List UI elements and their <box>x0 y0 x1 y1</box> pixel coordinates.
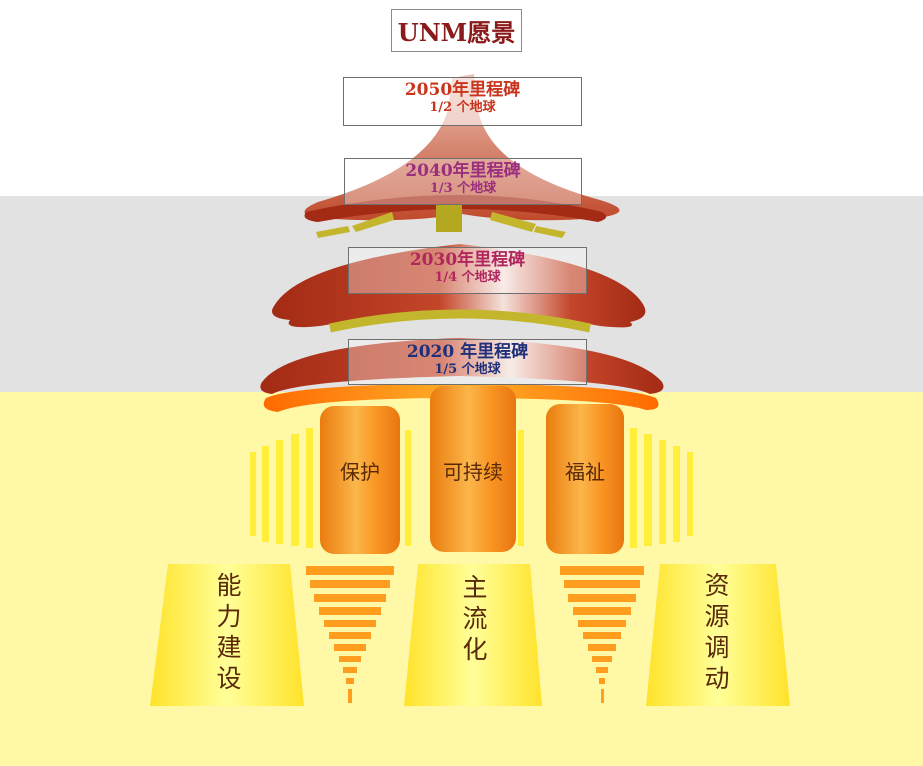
milestone-2020-year: 2020 年里程碑 <box>406 342 529 362</box>
milestone-2050-sub: 1/2 个地球 <box>429 100 496 115</box>
milestone-2050: 2050年里程碑 1/2 个地球 <box>343 77 582 126</box>
foundation-center-shape <box>404 564 542 706</box>
foundation-right-shape <box>646 564 790 706</box>
pillar-sustainable-shape <box>430 386 516 552</box>
foundation-label-resource-mobilization: 资源调动 <box>704 571 730 693</box>
foundation-label-mainstreaming: 主流化 <box>462 573 488 664</box>
side-stripes-right <box>518 428 693 548</box>
side-stripes-left <box>250 428 411 548</box>
roof-tier-top <box>304 74 620 238</box>
milestone-2050-year: 2050年里程碑 <box>404 80 521 100</box>
funnel-left <box>306 566 394 703</box>
foundation-label-capacity-building: 能力建设 <box>216 571 242 693</box>
milestone-2040: 2040年里程碑 1/3 个地球 <box>344 158 582 205</box>
roof-tier-middle <box>272 244 646 333</box>
pillar-protection-shape <box>320 406 400 554</box>
pillar-label-protection: 保护 <box>340 460 380 484</box>
milestone-2040-year: 2040年里程碑 <box>405 161 521 181</box>
milestone-2020: 2020 年里程碑 1/5 个地球 <box>348 339 587 385</box>
milestone-2040-sub: 1/3 个地球 <box>429 181 497 196</box>
pillar-label-sustainable: 可持续 <box>443 460 503 484</box>
pillar-wellbeing-shape <box>546 404 624 554</box>
diagram-title: UNM愿景 <box>391 9 522 52</box>
milestone-2030-sub: 1/4 个地球 <box>434 270 501 285</box>
milestone-2030-year: 2030年里程碑 <box>409 250 526 270</box>
pillar-label-wellbeing: 福祉 <box>565 460 605 484</box>
foundation-left-shape <box>150 564 304 706</box>
funnel-right <box>560 566 644 703</box>
milestone-2020-sub: 1/5 个地球 <box>434 362 501 377</box>
milestone-2030: 2030年里程碑 1/4 个地球 <box>348 247 587 294</box>
